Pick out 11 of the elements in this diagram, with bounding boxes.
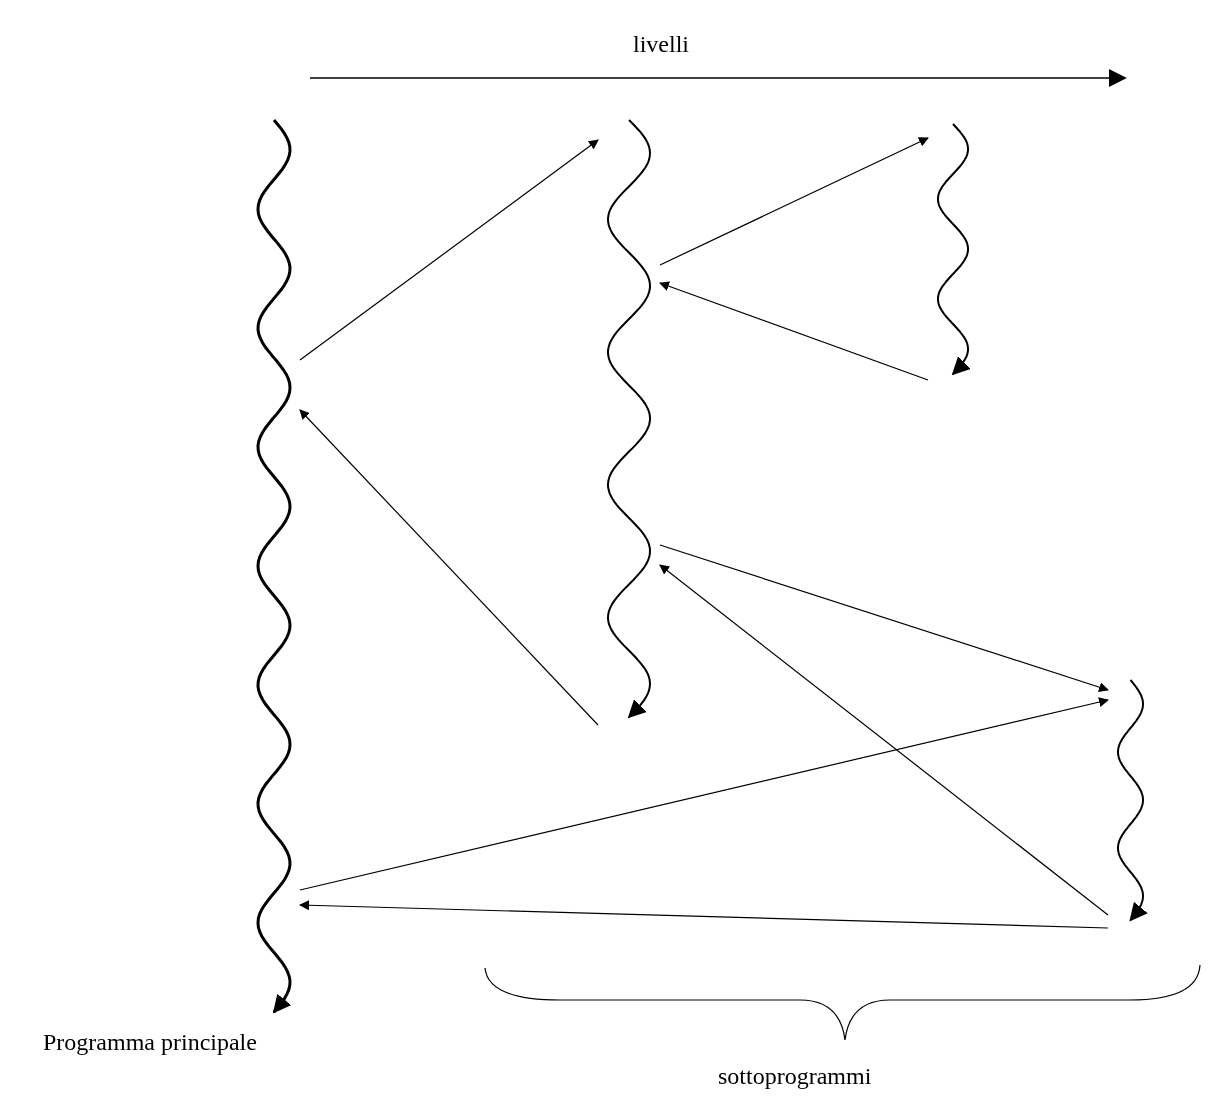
brace-label: sottoprogrammi — [718, 1062, 872, 1091]
arrow — [299, 139, 599, 361]
arrow — [659, 137, 929, 266]
arrow — [299, 900, 1109, 929]
arrow — [659, 544, 1109, 692]
arrow — [299, 697, 1109, 891]
arrow — [299, 409, 599, 726]
arrow — [659, 281, 929, 381]
arrow — [659, 564, 1109, 916]
axis-label: livelli — [633, 30, 689, 59]
node-label: Programma principale — [43, 1028, 257, 1057]
